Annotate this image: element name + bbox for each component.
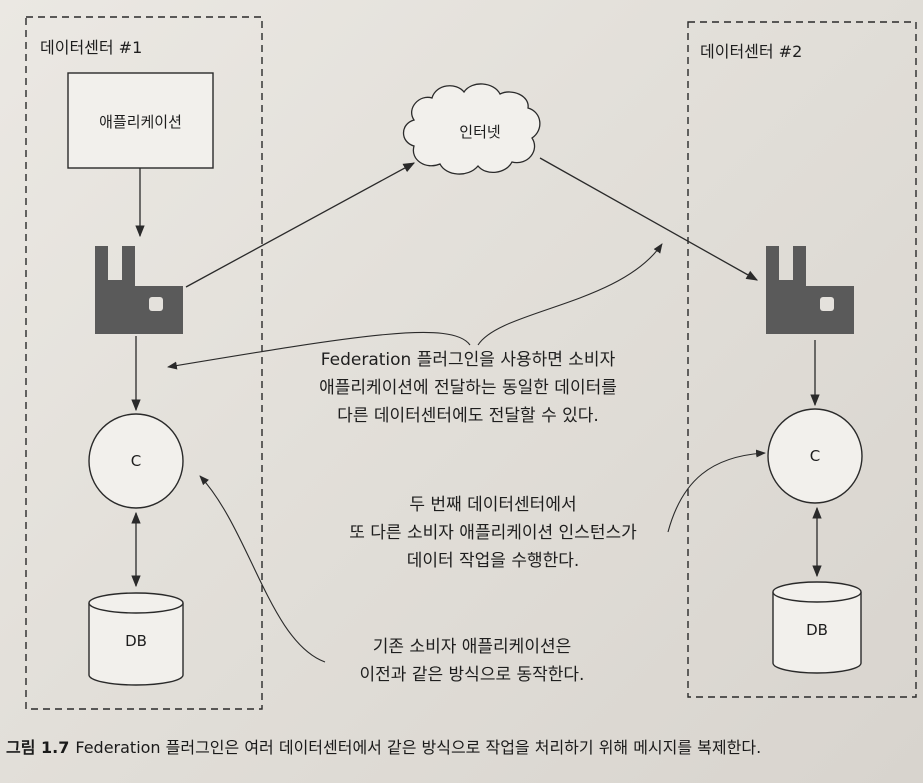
callout-existing-line-1: 기존 소비자 애플리케이션은 <box>372 637 572 657</box>
datacenter-2-label: 데이터센터 #2 <box>700 42 803 61</box>
db-label-dc2: DB <box>806 621 828 639</box>
db-cylinder-dc2 <box>772 581 862 674</box>
arrow-broker-to-internet <box>185 162 416 288</box>
db-label-dc1: DB <box>125 632 147 650</box>
callout-curve-existing <box>199 475 326 663</box>
consumer-label-dc1: C <box>130 452 142 470</box>
datacenter-1-boundary <box>25 16 263 710</box>
callout-second-dc-line-2: 또 다른 소비자 애플리케이션 인스턴스가 <box>349 523 637 543</box>
internet-label: 인터넷 <box>459 123 501 141</box>
callout-existing-line-2: 이전과 같은 방식으로 동작한다. <box>359 665 585 685</box>
rabbitmq-logo-icon-dc2 <box>766 246 854 334</box>
arrow-internet-to-broker-dc2 <box>539 157 759 281</box>
figure-caption: 그림 1.7 Federation 플러그인은 여러 데이터센터에서 같은 방식으… <box>6 734 761 758</box>
callout-second-dc: 두 번째 데이터센터에서 또 다른 소비자 애플리케이션 인스턴스가 데이터 작… <box>349 491 637 575</box>
figure-number: 그림 1.7 <box>6 738 70 757</box>
consumer-circle-dc1 <box>88 413 184 509</box>
callout-curve-federation-left <box>167 331 471 370</box>
callout-curve-second-dc <box>667 449 766 533</box>
figure-caption-text: Federation 플러그인은 여러 데이터센터에서 같은 방식으로 작업을 … <box>75 738 762 757</box>
callout-existing: 기존 소비자 애플리케이션은 이전과 같은 방식으로 동작한다. <box>360 633 585 689</box>
callout-second-dc-line-1: 두 번째 데이터센터에서 <box>409 495 577 515</box>
consumer-circle-dc2 <box>767 408 863 504</box>
db-cylinder-dc1 <box>88 592 184 686</box>
cloud-icon <box>402 83 541 175</box>
application-box <box>67 72 214 169</box>
callout-federation-line-1: Federation 플러그인을 사용하면 소비자 <box>320 350 616 370</box>
datacenter-1-label: 데이터센터 #1 <box>40 38 143 57</box>
callout-federation-line-3: 다른 데이터센터에도 전달할 수 있다. <box>337 406 599 426</box>
datacenter-2-boundary <box>687 21 917 698</box>
callout-federation: Federation 플러그인을 사용하면 소비자 애플리케이션에 전달하는 동… <box>319 346 617 430</box>
callout-federation-line-2: 애플리케이션에 전달하는 동일한 데이터를 <box>319 378 617 398</box>
rabbitmq-logo-icon-dc1 <box>95 246 183 334</box>
callout-curve-federation-right <box>477 243 663 346</box>
application-label: 애플리케이션 <box>99 113 182 131</box>
callout-second-dc-line-3: 데이터 작업을 수행한다. <box>406 551 580 571</box>
consumer-label-dc2: C <box>809 447 821 465</box>
